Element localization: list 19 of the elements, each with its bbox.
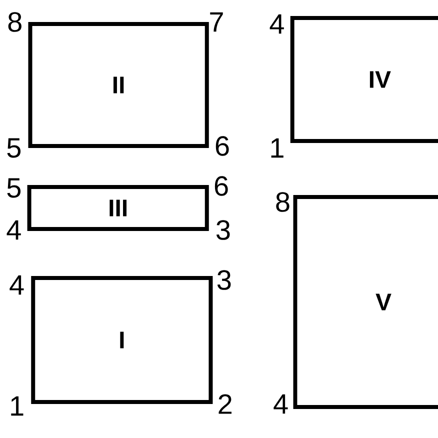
corner-number: 7 — [210, 12, 223, 32]
corner-number: 1 — [11, 396, 24, 416]
corner-number: 6 — [214, 176, 228, 196]
corner-number: 8 — [276, 192, 290, 212]
rectangle-box: I — [31, 276, 213, 404]
corner-number: 5 — [7, 138, 21, 158]
corner-number: 4 — [274, 394, 288, 414]
corner-number: 4 — [6, 220, 21, 240]
corner-number: 4 — [270, 14, 284, 34]
corner-number: 1 — [271, 138, 284, 158]
rectangle-box: II — [28, 22, 209, 148]
corner-number: 3 — [216, 220, 230, 240]
corner-number: 2 — [218, 394, 232, 414]
corner-number: 4 — [10, 275, 24, 295]
corner-number: 8 — [8, 12, 22, 32]
corner-number: 3 — [217, 270, 231, 290]
corner-number: 6 — [216, 136, 229, 156]
rectangle-box: III — [27, 185, 209, 231]
corner-number: 5 — [7, 178, 21, 198]
